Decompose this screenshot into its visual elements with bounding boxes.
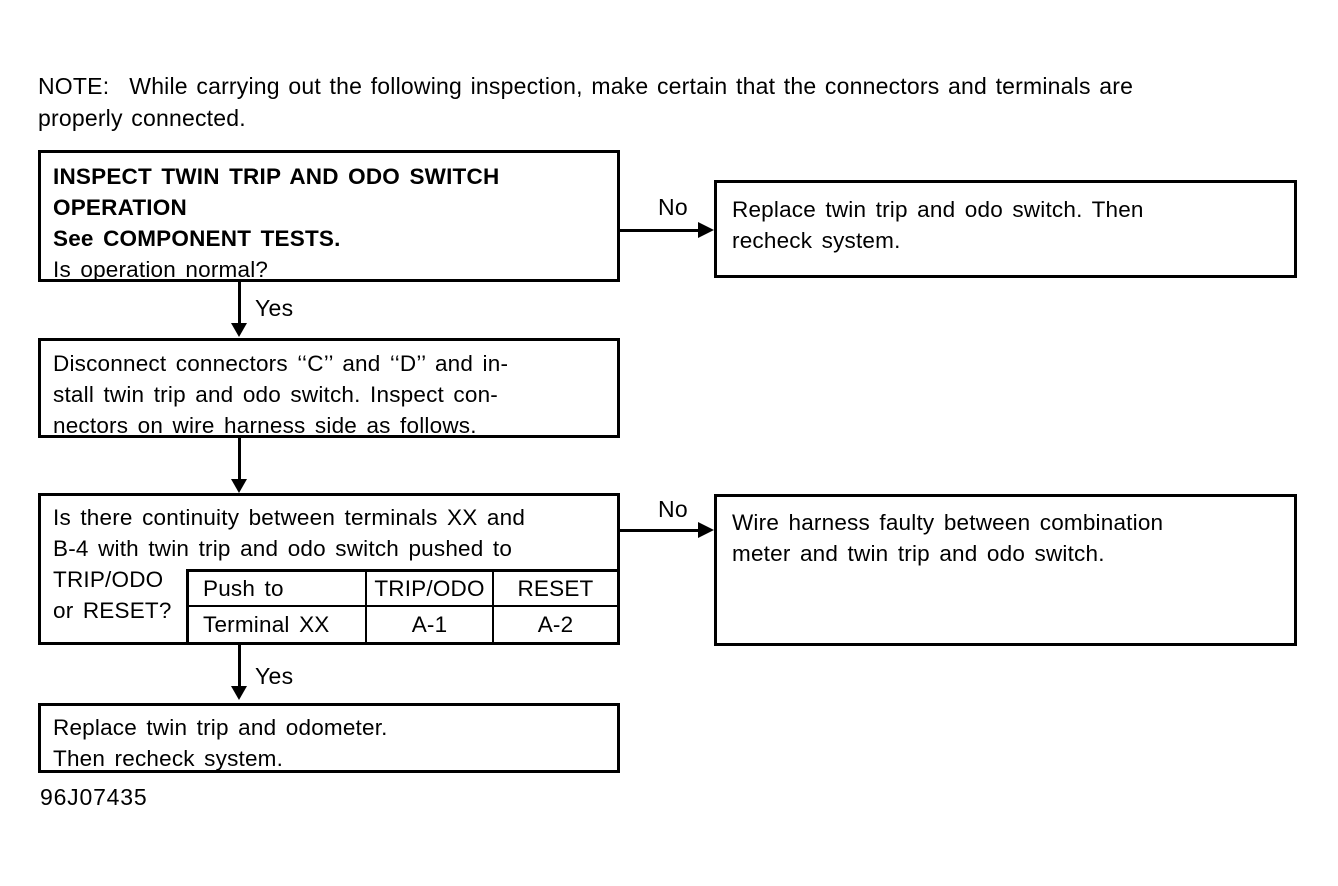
no-arrow-2-head-icon — [698, 522, 714, 538]
yes-label-1: Yes — [255, 295, 294, 321]
yes-arrow-2-head-icon — [231, 686, 247, 700]
result-box-replace-odometer: Replace twin trip and odometer. Then rec… — [38, 703, 620, 773]
step1-question: Is operation normal? — [53, 257, 269, 282]
step1-title-line2: OPERATION — [53, 195, 187, 220]
step3-line4: or RESET? — [53, 598, 172, 623]
yes-label-2: Yes — [255, 663, 294, 689]
yes-arrow-1-head-icon — [231, 323, 247, 337]
table-header-reset: RESET — [492, 572, 617, 605]
note-line-1: NOTE: While carrying out the following in… — [38, 70, 1133, 102]
no-arrow-2-line — [620, 529, 700, 532]
rbox1-line1: Replace twin trip and odo switch. Then — [732, 197, 1144, 222]
step1-see-component-tests: See COMPONENT TESTS. — [53, 226, 341, 251]
rbox1-line2: recheck system. — [732, 228, 901, 253]
continuity-terminal-table: Push to TRIP/ODO RESET Terminal XX A-1 A… — [186, 569, 620, 645]
table-cell-terminal-xx: Terminal XX — [189, 605, 365, 642]
no-arrow-1-head-icon — [698, 222, 714, 238]
note-line-1-text: While carrying out the following inspect… — [129, 73, 1134, 99]
result-box-wire-harness-faulty: Wire harness faulty between combination … — [714, 494, 1297, 646]
yes-arrow-2-line — [238, 645, 241, 688]
no-label-1: No — [657, 194, 688, 220]
no-label-2: No — [657, 496, 688, 522]
step2-line3: nectors on wire harness side as follows. — [53, 413, 477, 438]
down-arrow-head-icon — [231, 479, 247, 493]
note-label: NOTE: — [38, 73, 110, 99]
step1-title-line1: INSPECT TWIN TRIP AND ODO SWITCH — [53, 164, 500, 189]
step4-line1: Replace twin trip and odometer. — [53, 715, 388, 740]
note-text: NOTE: While carrying out the following in… — [38, 70, 1133, 134]
step-box-inspect-switch-operation: INSPECT TWIN TRIP AND ODO SWITCH OPERATI… — [38, 150, 620, 282]
table-header-push-to: Push to — [203, 575, 284, 601]
step4-line2: Then recheck system. — [53, 746, 284, 771]
yes-arrow-1-line — [238, 282, 241, 325]
down-arrow-line — [238, 437, 241, 481]
table-cell-a2: A-2 — [492, 605, 617, 642]
step3-line3: TRIP/ODO — [53, 567, 164, 592]
figure-code: 96J07435 — [40, 784, 148, 810]
step2-line2: stall twin trip and odo switch. Inspect … — [53, 382, 498, 407]
table-cell-a1: A-1 — [365, 605, 492, 642]
note-line-2: properly connected. — [38, 105, 246, 131]
rbox2-line1: Wire harness faulty between combination — [732, 510, 1164, 535]
no-arrow-1-line — [620, 229, 700, 232]
result-box-replace-switch: Replace twin trip and odo switch. Then r… — [714, 180, 1297, 278]
step2-line1: Disconnect connectors ‘‘C’’ and ‘‘D’’ an… — [53, 351, 509, 376]
rbox2-line2: meter and twin trip and odo switch. — [732, 541, 1105, 566]
table-header-trip-odo: TRIP/ODO — [365, 572, 492, 605]
step3-line1: Is there continuity between terminals XX… — [53, 505, 526, 530]
step3-line2: B-4 with twin trip and odo switch pushed… — [53, 536, 513, 561]
step-box-disconnect-connectors: Disconnect connectors ‘‘C’’ and ‘‘D’’ an… — [38, 338, 620, 438]
